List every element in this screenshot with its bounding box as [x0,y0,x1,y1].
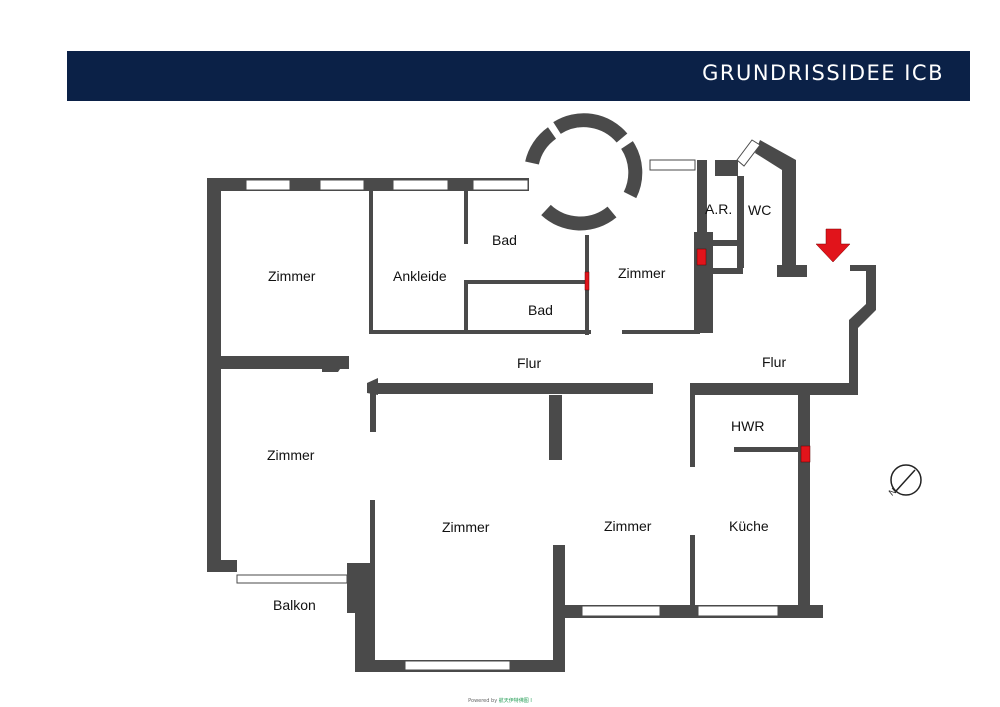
room-label: Bad [492,232,517,248]
room-label: Zimmer [604,518,652,534]
room-label: Bad [528,302,553,318]
round-tower [525,113,643,231]
footer-credit: Powered by 航天伊特佛图 I [0,697,1000,704]
room-label: Zimmer [267,447,315,463]
room-label: A.R. [705,201,732,217]
windows [236,139,779,671]
room-label: Balkon [273,597,316,613]
room-label: Küche [729,518,769,534]
walls [207,140,876,672]
room-label: WC [748,202,771,218]
room-label: HWR [731,418,764,434]
compass-label: N [887,486,898,498]
header-banner: GRUNDRISSIDEE ICB [67,51,970,101]
chimney-markers [584,248,811,463]
footer-brand: 航天伊特佛图 I [498,698,532,704]
entrance-arrow-icon [815,228,851,263]
north-arrow-icon: N [887,464,922,498]
room-labels: Zimmer Ankleide Bad Bad Zimmer A.R. WC F… [267,201,786,613]
room-label: Ankleide [393,268,447,284]
room-label: Zimmer [268,268,316,284]
room-label: Zimmer [618,265,666,281]
room-label: Flur [517,355,541,371]
footer-prefix: Powered by [468,698,498,704]
room-label: Zimmer [442,519,490,535]
page-title: GRUNDRISSIDEE ICB [702,61,944,85]
room-label: Flur [762,354,786,370]
